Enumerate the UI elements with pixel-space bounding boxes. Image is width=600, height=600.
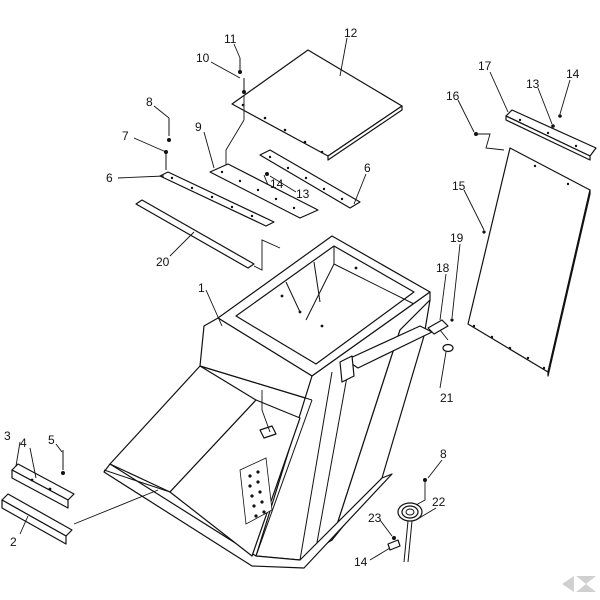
callout-7: 7 bbox=[122, 129, 129, 143]
callout-labels: 1 2 3 4 5 6 6 7 8 8 9 10 11 12 13 13 14 … bbox=[4, 26, 580, 569]
ventilation-grille bbox=[239, 457, 273, 525]
callout-8-top: 8 bbox=[146, 95, 153, 109]
callout-14-bottom: 14 bbox=[354, 555, 368, 569]
part-15-side-panel bbox=[467, 147, 591, 377]
part-13-14-fasteners-right bbox=[551, 114, 562, 128]
callout-14-center: 14 bbox=[270, 177, 284, 191]
callout-11: 11 bbox=[224, 32, 237, 46]
callout-18: 18 bbox=[436, 261, 450, 275]
part-6-right-hinge-strip bbox=[259, 149, 361, 209]
callout-21: 21 bbox=[440, 391, 454, 405]
callout-3: 3 bbox=[4, 429, 11, 443]
callout-10: 10 bbox=[196, 51, 210, 65]
part-1-hopper-body bbox=[103, 235, 433, 569]
part-20-rod bbox=[135, 199, 281, 271]
callout-23: 23 bbox=[368, 511, 382, 525]
part-7-8-screw bbox=[164, 118, 171, 170]
part-18-19-21-pivot bbox=[427, 318, 454, 353]
callout-4: 4 bbox=[20, 436, 27, 450]
callout-12: 12 bbox=[344, 26, 358, 40]
callout-16: 16 bbox=[446, 89, 460, 103]
callout-14-right: 14 bbox=[566, 67, 580, 81]
callout-17: 17 bbox=[478, 59, 492, 73]
part-2-3-4-5-brackets bbox=[1, 450, 159, 545]
part-16-screw bbox=[474, 132, 505, 151]
callout-20: 20 bbox=[156, 255, 170, 269]
callout-13-center: 13 bbox=[296, 187, 310, 201]
brand-logo-mark bbox=[562, 576, 596, 592]
callout-6-right: 6 bbox=[364, 161, 371, 175]
callout-1: 1 bbox=[198, 281, 205, 295]
part-10-11-screws bbox=[225, 58, 246, 166]
part-17-top-strip bbox=[505, 109, 597, 161]
part-9-hinge-strip bbox=[209, 163, 319, 219]
callout-2: 2 bbox=[10, 535, 17, 549]
callout-13-right: 13 bbox=[526, 77, 540, 91]
part-12-lid-panel bbox=[231, 49, 403, 161]
callout-9: 9 bbox=[195, 120, 202, 134]
callout-5: 5 bbox=[48, 433, 55, 447]
callout-22: 22 bbox=[432, 495, 446, 509]
callout-6-left: 6 bbox=[106, 171, 113, 185]
callout-15: 15 bbox=[452, 179, 466, 193]
callout-8-bottom: 8 bbox=[440, 447, 447, 461]
callout-leader-lines bbox=[15, 37, 571, 561]
part-6-left-hinge-strip bbox=[159, 171, 275, 227]
part-22-spring-assembly bbox=[387, 478, 427, 563]
callout-19: 19 bbox=[450, 231, 464, 245]
